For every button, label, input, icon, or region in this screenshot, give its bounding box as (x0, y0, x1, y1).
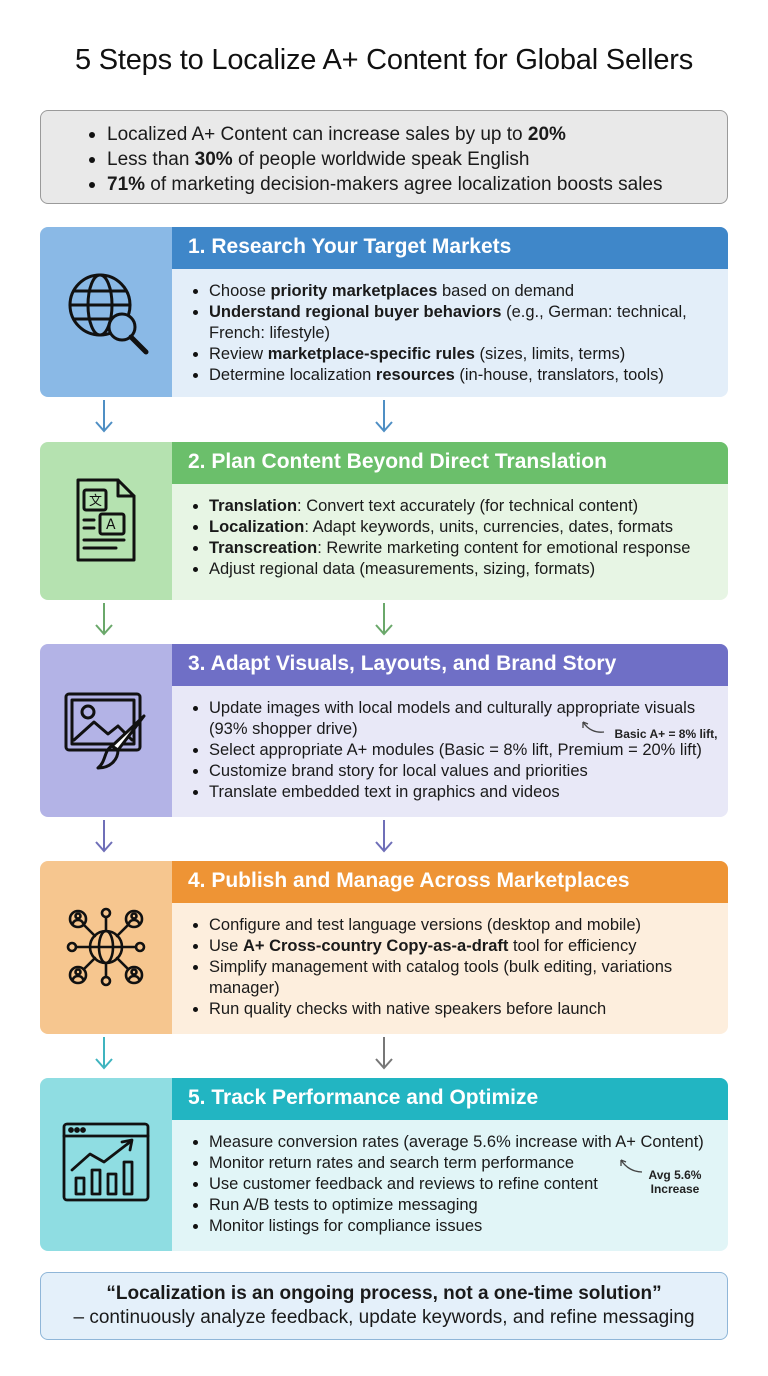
bullet-item: Adjust regional data (measurements, sizi… (190, 559, 720, 580)
callout-note-avg: Avg 5.6% Increase (648, 1168, 702, 1196)
stat-item: Localized A+ Content can increase sales … (89, 122, 727, 147)
bullet-item: Select appropriate A+ modules (Basic = 8… (190, 740, 720, 761)
bullet-item: Localization: Adapt keywords, units, cur… (190, 517, 720, 538)
stats-box: Localized A+ Content can increase sales … (40, 110, 728, 204)
down-arrow-icon (372, 818, 396, 854)
translation-document-icon: 文 A (60, 474, 152, 566)
svg-text:A: A (106, 517, 116, 533)
step-title: 2. Plan Content Beyond Direct Translatio… (172, 442, 728, 484)
step-title: 1. Research Your Target Markets (172, 227, 728, 269)
down-arrow-icon (372, 398, 396, 434)
bullet-item: Choose priority marketplaces based on de… (190, 281, 720, 302)
bullet-item: Translation: Convert text accurately (fo… (190, 496, 720, 517)
bullet-item: Run A/B tests to optimize messaging (190, 1195, 720, 1216)
quote-subline: – continuously analyze feedback, update … (73, 1307, 695, 1328)
step-icon-panel (40, 442, 172, 600)
bullet-item: Review marketplace-specific rules (sizes… (190, 344, 720, 365)
step-title: 5. Track Performance and Optimize (172, 1078, 728, 1120)
step-card-adapt: 3. Adapt Visuals, Layouts, and Brand Sto… (40, 644, 728, 817)
step-title: 3. Adapt Visuals, Layouts, and Brand Sto… (172, 644, 728, 686)
page-title: 5 Steps to Localize A+ Content for Globa… (74, 44, 694, 76)
stat-item: Less than 30% of people worldwide speak … (89, 147, 727, 172)
down-arrow-icon (92, 601, 116, 637)
down-arrow-icon (92, 1035, 116, 1071)
bullet-item: Measure conversion rates (average 5.6% i… (190, 1132, 720, 1153)
bullet-item: Transcreation: Rewrite marketing content… (190, 538, 720, 559)
down-arrow-icon (92, 818, 116, 854)
step-title: 4. Publish and Manage Across Marketplace… (172, 861, 728, 903)
bullet-item: Use customer feedback and reviews to ref… (190, 1174, 720, 1195)
network-globe-icon (60, 901, 152, 993)
closing-quote-box: “Localization is an ongoing process, not… (40, 1272, 728, 1340)
step-card-publish: 4. Publish and Manage Across Marketplace… (40, 861, 728, 1034)
down-arrow-icon (372, 601, 396, 637)
quote-line: “Localization is an ongoing process, not… (106, 1283, 662, 1304)
callout-note-basic: Basic A+ = 8% lift, (614, 727, 718, 741)
chart-trend-icon (60, 1118, 152, 1210)
svg-text:文: 文 (89, 494, 102, 509)
bullet-item: Determine localization resources (in-hou… (190, 365, 720, 386)
step-card-research: 1. Research Your Target Markets Choose p… (40, 227, 728, 397)
bullet-item: Monitor return rates and search term per… (190, 1153, 720, 1174)
bullet-item: Update images with local models and cult… (190, 698, 720, 740)
globe-magnifier-icon (60, 267, 152, 359)
curved-arrow-icon (620, 1159, 643, 1173)
bullet-item: Run quality checks with native speakers … (190, 999, 720, 1020)
bullet-item: Use A+ Cross-country Copy-as-a-draft too… (190, 936, 720, 957)
bullet-item: Simplify management with catalog tools (… (190, 957, 720, 999)
down-arrow-icon (372, 1035, 396, 1071)
curved-arrow-icon (582, 721, 605, 733)
down-arrow-icon (92, 398, 116, 434)
bullet-item: Customize brand story for local values a… (190, 761, 720, 782)
step-card-track: 5. Track Performance and Optimize Measur… (40, 1078, 728, 1251)
bullet-item: Monitor listings for compliance issues (190, 1216, 720, 1237)
bullet-item: Translate embedded text in graphics and … (190, 782, 720, 803)
bullet-item: Understand regional buyer behaviors (e.g… (190, 302, 720, 344)
step-icon-panel (40, 227, 172, 397)
step-icon-panel (40, 1078, 172, 1251)
image-paintbrush-icon (60, 684, 152, 776)
bullet-item: Configure and test language versions (de… (190, 915, 720, 936)
step-card-plan: 2. Plan Content Beyond Direct Translatio… (40, 442, 728, 600)
stat-item: 71% of marketing decision-makers agree l… (89, 172, 727, 197)
